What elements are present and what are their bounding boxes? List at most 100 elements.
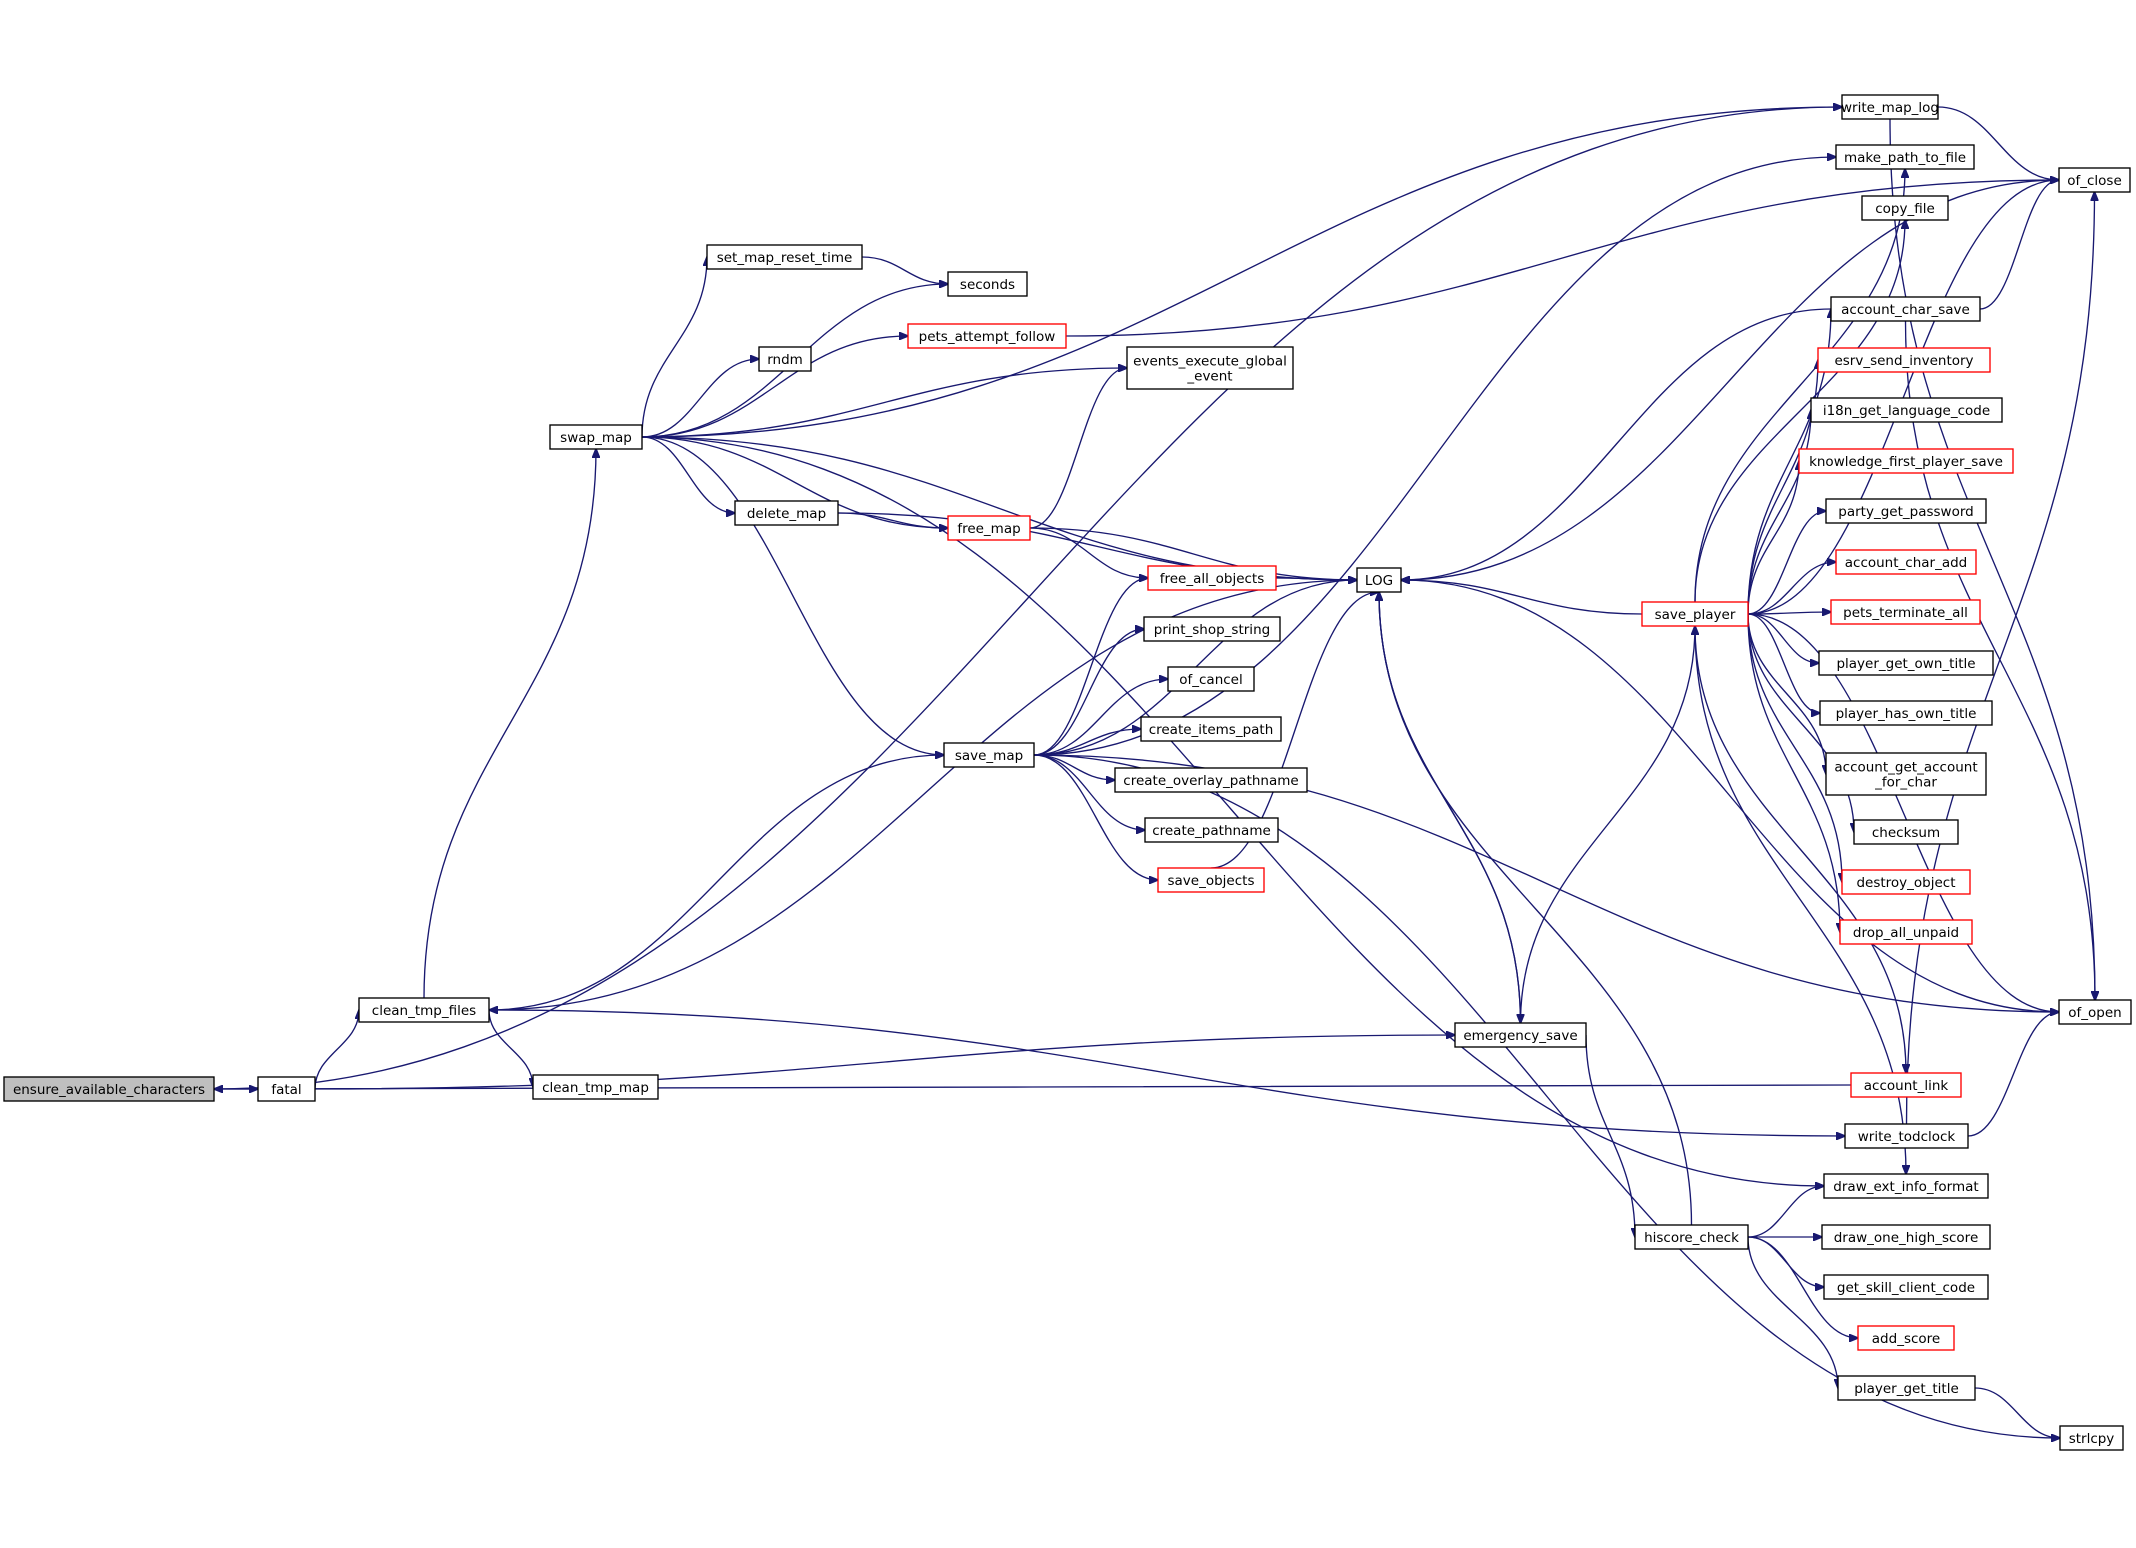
node-account-char-save[interactable]: account_char_save <box>1830 296 1981 322</box>
node-LOG[interactable]: LOG <box>1356 567 1402 593</box>
node-box <box>1356 567 1402 593</box>
edge-swap_map-to-save_map <box>641 436 944 755</box>
node-label: save_objects <box>1168 873 1255 889</box>
edge-save_map-to-print_shop_string <box>1033 629 1144 756</box>
node-box <box>907 323 1067 349</box>
node-label: fatal <box>271 1082 301 1098</box>
node-write-todclock[interactable]: write_todclock <box>1844 1123 1969 1149</box>
node-copy-file[interactable]: copy_file <box>1861 195 1949 221</box>
node-label: _for_char <box>1874 775 1937 791</box>
node-player-get-own-title[interactable]: player_get_own_title <box>1818 650 1994 676</box>
node-drop-all-unpaid[interactable]: drop_all_unpaid <box>1839 919 1973 945</box>
node-get-skill-client-code[interactable]: get_skill_client_code <box>1823 1274 1989 1300</box>
node-box <box>1818 650 1994 676</box>
node-emergency-save[interactable]: emergency_save <box>1454 1022 1587 1048</box>
node-label: drop_all_unpaid <box>1853 925 1959 941</box>
node-write-map-log[interactable]: write_map_log <box>1841 94 1939 120</box>
edge-swap_map-to-draw_ext_info_format <box>641 436 1824 1186</box>
node-of-open[interactable]: of_open <box>2058 999 2132 1025</box>
node-save-player[interactable]: save_player <box>1641 601 1749 627</box>
edge-ensure_available_characters-to-write_map_log <box>213 107 1842 1090</box>
node-box <box>1839 919 1973 945</box>
edge-hiscore_check-to-player_get_title <box>1747 1236 1838 1388</box>
node-create-items-path[interactable]: create_items_path <box>1140 716 1282 742</box>
node-print-shop-string[interactable]: print_shop_string <box>1143 616 1281 642</box>
edge-write_todclock-to-of_open <box>1967 1012 2059 1137</box>
node-box <box>1140 716 1282 742</box>
node-save-objects[interactable]: save_objects <box>1157 867 1265 893</box>
edge-write_todclock-to-of_close <box>1905 192 2095 1125</box>
node-label: ensure_available_characters <box>13 1082 205 1098</box>
node-account-get-account-for-char[interactable]: account_get_account_for_char <box>1825 752 1987 796</box>
edge-clean_tmp_files-to-save_map <box>488 755 944 1011</box>
node-i18n-get-language-code[interactable]: i18n_get_language_code <box>1810 397 2003 423</box>
node-box <box>1835 549 1977 575</box>
edge-save_player-to-of_close <box>1747 180 2059 615</box>
node-box <box>1634 1224 1749 1250</box>
node-box <box>2058 167 2131 193</box>
node-swap-map[interactable]: swap_map <box>549 424 643 450</box>
node-of-close[interactable]: of_close <box>2058 167 2131 193</box>
node-label: of_cancel <box>1179 672 1243 688</box>
node-seconds[interactable]: seconds <box>947 271 1028 297</box>
node-hiscore-check[interactable]: hiscore_check <box>1634 1224 1749 1250</box>
node-draw-ext-info-format[interactable]: draw_ext_info_format <box>1823 1173 1989 1199</box>
node-clean-tmp-map[interactable]: clean_tmp_map <box>532 1074 659 1100</box>
node-events-execute-global-event[interactable]: events_execute_global_event <box>1126 346 1294 390</box>
node-label: draw_one_high_score <box>1834 1230 1979 1246</box>
node-account-char-add[interactable]: account_char_add <box>1835 549 1977 575</box>
node-label: swap_map <box>560 430 632 446</box>
node-create-overlay-pathname[interactable]: create_overlay_pathname <box>1114 767 1308 793</box>
node-account-link[interactable]: account_link <box>1850 1072 1962 1098</box>
node-label: of_close <box>2067 173 2122 189</box>
node-label: free_map <box>957 521 1020 537</box>
node-box <box>758 346 812 372</box>
node-of-cancel[interactable]: of_cancel <box>1167 666 1255 692</box>
node-box <box>257 1076 316 1102</box>
node-save-map[interactable]: save_map <box>943 742 1035 768</box>
node-create-pathname[interactable]: create_pathname <box>1144 817 1279 843</box>
node-box <box>1641 601 1749 627</box>
node-free-map[interactable]: free_map <box>947 515 1031 541</box>
node-knowledge-first-player-save[interactable]: knowledge_first_player_save <box>1798 448 2014 474</box>
node-box <box>2059 1425 2124 1451</box>
node-add-score[interactable]: add_score <box>1857 1325 1955 1351</box>
edge-clean_tmp_files-to-write_todclock <box>488 1009 1845 1136</box>
node-rndm[interactable]: rndm <box>758 346 812 372</box>
node-fatal[interactable]: fatal <box>257 1076 316 1102</box>
node-pets-attempt-follow[interactable]: pets_attempt_follow <box>907 323 1067 349</box>
edge-clean_tmp_files-to-clean_tmp_map <box>488 1009 533 1087</box>
node-player-get-title[interactable]: player_get_title <box>1837 1375 1976 1401</box>
node-free-all-objects[interactable]: free_all_objects <box>1147 565 1277 591</box>
node-label: emergency_save <box>1463 1028 1577 1044</box>
node-delete-map[interactable]: delete_map <box>734 500 839 526</box>
node-player-has-own-title[interactable]: player_has_own_title <box>1819 700 1993 726</box>
node-label: _event <box>1186 369 1232 385</box>
node-strlcpy[interactable]: strlcpy <box>2059 1425 2124 1451</box>
edge-save_player-to-copy_file <box>1694 220 1905 603</box>
node-destroy-object[interactable]: destroy_object <box>1841 869 1971 895</box>
node-box <box>1850 1072 1962 1098</box>
edge-save_map-to-save_objects <box>1033 754 1158 880</box>
node-checksum[interactable]: checksum <box>1853 819 1959 845</box>
edge-save_player-to-of_open <box>1747 613 2059 1012</box>
edge-swap_map-to-rndm <box>641 359 759 438</box>
node-box <box>1114 767 1308 793</box>
node-make-path-to-file[interactable]: make_path_to_file <box>1835 144 1975 170</box>
node-draw-one-high-score[interactable]: draw_one_high_score <box>1821 1224 1991 1250</box>
node-ensure-available-characters[interactable]: ensure_available_characters <box>3 1076 215 1102</box>
node-clean-tmp-files[interactable]: clean_tmp_files <box>358 997 490 1023</box>
node-label: create_pathname <box>1152 823 1271 839</box>
node-esrv-send-inventory[interactable]: esrv_send_inventory <box>1817 347 1991 373</box>
node-set-map-reset-time[interactable]: set_map_reset_time <box>706 244 863 270</box>
node-label: player_get_title <box>1854 1381 1959 1397</box>
node-box <box>1810 397 2003 423</box>
node-pets-terminate-all[interactable]: pets_terminate_all <box>1830 599 1981 625</box>
node-party-get-password[interactable]: party_get_password <box>1825 498 1987 524</box>
edge-hiscore_check-to-LOG <box>1379 592 1693 1226</box>
node-box <box>1798 448 2014 474</box>
node-label: save_player <box>1655 607 1736 623</box>
node-label: set_map_reset_time <box>717 250 853 266</box>
node-box <box>1825 498 1987 524</box>
node-label: hiscore_check <box>1644 1230 1739 1246</box>
